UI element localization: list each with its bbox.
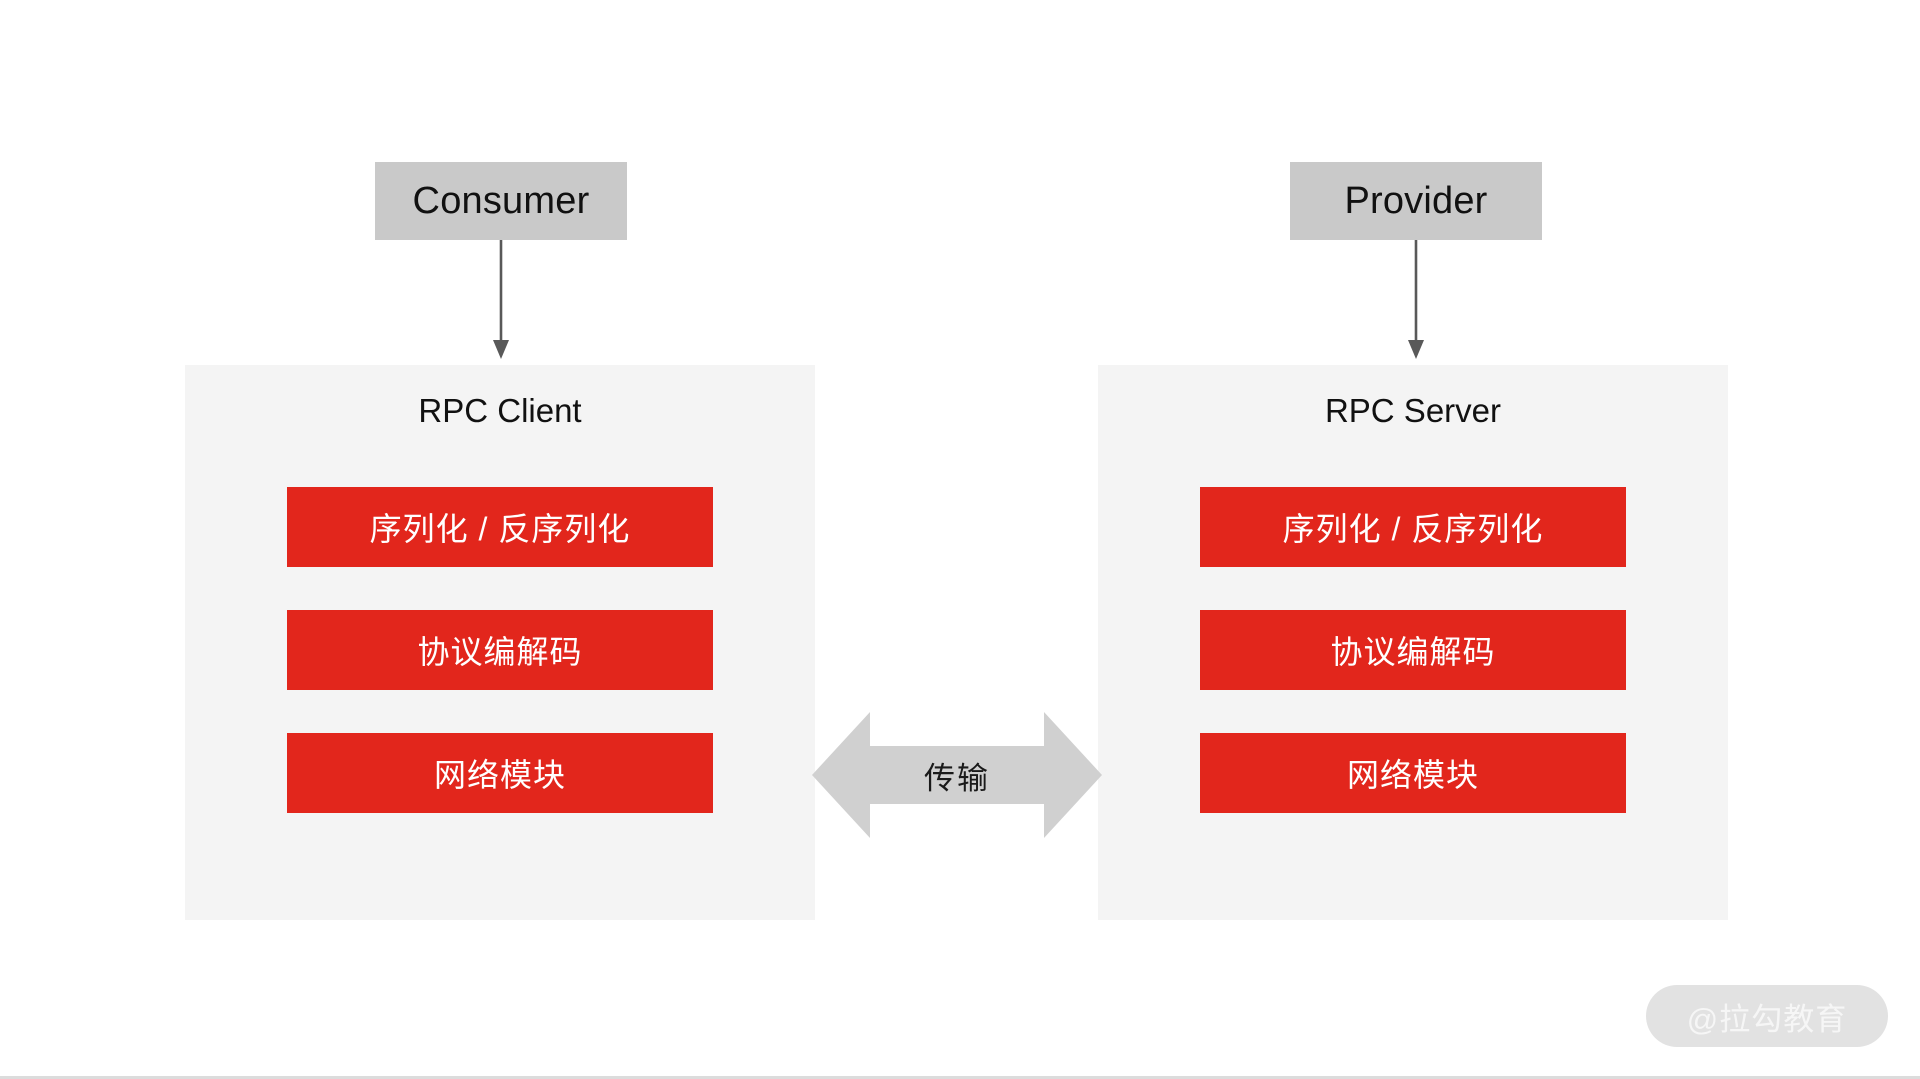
down-arrow-icon	[1408, 240, 1424, 359]
watermark-badge: @拉勾教育	[1646, 985, 1888, 1047]
module-box-serialization-server[interactable]: 序列化 / 反序列化	[1200, 487, 1626, 567]
bottom-divider	[0, 1076, 1920, 1079]
module-label-protocol-codec-server: 协议编解码	[1330, 634, 1496, 670]
module-label-serialization-server: 序列化 / 反序列化	[1282, 511, 1544, 547]
actor-box-provider: Provider	[1290, 162, 1542, 240]
panel-rpc-client: RPC Client 序列化 / 反序列化 协议编解码 网络模块	[185, 365, 815, 920]
panel-title-rpc-server: RPC Server	[1324, 392, 1502, 429]
module-label-protocol-codec-client: 协议编解码	[417, 634, 583, 670]
module-box-protocol-codec-server[interactable]: 协议编解码	[1200, 610, 1626, 690]
actor-label-provider: Provider	[1344, 179, 1488, 222]
module-label-serialization-client: 序列化 / 反序列化	[369, 511, 631, 547]
actor-label-consumer: Consumer	[412, 179, 590, 222]
panel-rpc-server: RPC Server 序列化 / 反序列化 协议编解码 网络模块	[1098, 365, 1728, 920]
connector-arrow-consumer-to-client	[489, 240, 513, 360]
transport-arrow: 传输	[812, 708, 1102, 842]
double-headed-arrow-icon	[812, 712, 1102, 838]
module-box-serialization-client[interactable]: 序列化 / 反序列化	[287, 487, 713, 567]
module-box-network-client[interactable]: 网络模块	[287, 733, 713, 813]
module-label-network-client: 网络模块	[433, 757, 566, 793]
module-box-protocol-codec-client[interactable]: 协议编解码	[287, 610, 713, 690]
watermark-text: @拉勾教育	[1686, 1001, 1848, 1037]
module-box-network-server[interactable]: 网络模块	[1200, 733, 1626, 813]
down-arrow-icon	[493, 240, 509, 359]
module-label-network-server: 网络模块	[1346, 757, 1479, 793]
actor-box-consumer: Consumer	[375, 162, 627, 240]
connector-arrow-provider-to-server	[1404, 240, 1428, 360]
panel-title-rpc-client: RPC Client	[418, 392, 582, 429]
